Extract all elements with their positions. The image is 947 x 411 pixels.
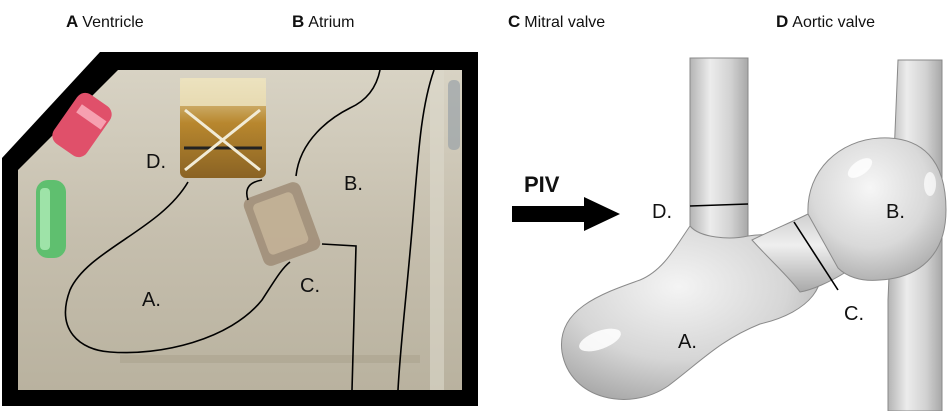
model-label-c: C. (844, 303, 864, 325)
glass-reflection (430, 70, 444, 390)
piv-label: PIV (524, 172, 560, 197)
photo-label-c: C. (300, 275, 320, 297)
green-fitting (36, 180, 66, 258)
photo-label-a: A. (142, 289, 161, 311)
model-label-b: B. (886, 201, 905, 223)
side-fitting (448, 80, 460, 150)
aortic-valve-photo (180, 78, 266, 178)
photo-label-b: B. (344, 173, 363, 195)
aortic-tube (690, 58, 748, 238)
bottom-rail (120, 355, 420, 363)
model-label-a: A. (678, 331, 697, 353)
tank-photo: D. B. A. C. (2, 52, 478, 406)
heart-model-render: D. B. C. A. (561, 58, 946, 411)
model-label-d: D. (652, 201, 672, 223)
atrium-rim-highlight (924, 172, 936, 196)
arrow-icon (512, 197, 620, 231)
photo-label-d: D. (146, 151, 166, 173)
piv-arrow: PIV (512, 172, 620, 231)
